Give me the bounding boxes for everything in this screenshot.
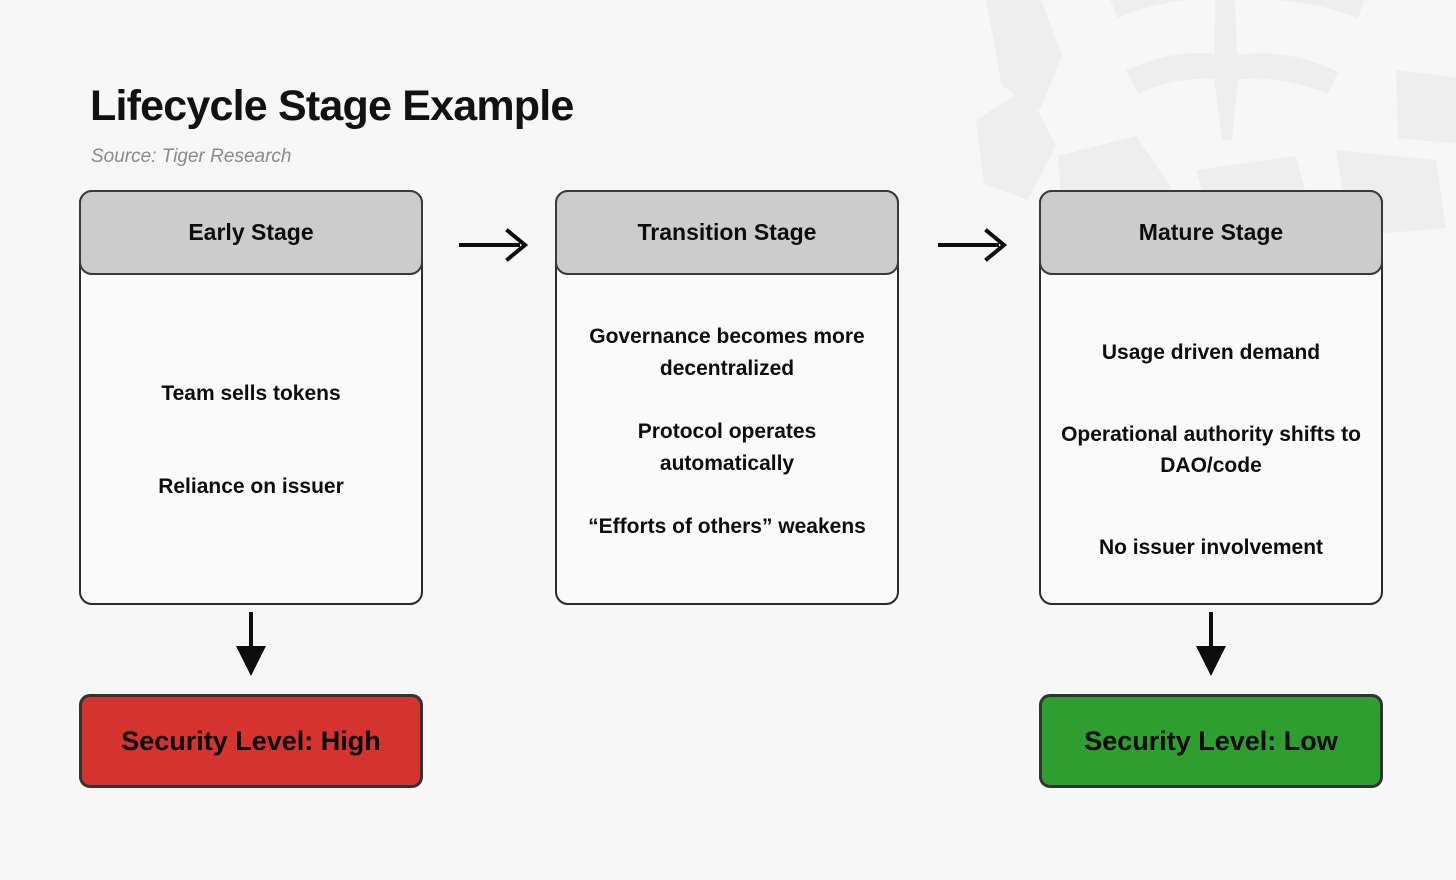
arrow-down-icon-2	[1196, 612, 1226, 676]
stage-title-early: Early Stage	[188, 219, 314, 245]
stage-title-mature: Mature Stage	[1138, 219, 1284, 245]
status-badge-security-low: Security Level: Low	[1039, 694, 1383, 788]
page-title: Lifecycle Stage Example	[90, 82, 574, 130]
stage-body-transition: Governance becomes more decentralized Pr…	[557, 277, 897, 603]
stage-title-transition: Transition Stage	[637, 219, 817, 245]
status-badge-security-high: Security Level: High	[79, 694, 423, 788]
stage-line: Protocol operates automatically	[637, 420, 817, 475]
stage-body-early: Team sells tokens Reliance on issuer	[81, 277, 421, 603]
status-badge-label: Security Level: High	[121, 725, 381, 756]
stage-card-early: Early Stage Team sells tokens Reliance o…	[79, 190, 423, 605]
source-attribution: Source: Tiger Research	[91, 146, 292, 167]
stage-body-mature: Usage driven demand Operational authorit…	[1041, 277, 1381, 603]
stage-header-mature: Mature Stage	[1039, 190, 1383, 275]
stage-line: Governance becomes more decentralized	[589, 325, 865, 380]
stage-line: Usage driven demand	[1101, 341, 1321, 364]
stage-line: “Efforts of others” weakens	[588, 515, 866, 538]
arrow-right-icon-2	[938, 228, 1008, 262]
stage-line: Team sells tokens	[161, 381, 341, 405]
status-badge-label: Security Level: Low	[1084, 725, 1338, 756]
stage-header-transition: Transition Stage	[555, 190, 899, 275]
stage-line: Operational authority shifts to DAO/code	[1061, 422, 1361, 478]
stage-line: No issuer involvement	[1098, 535, 1324, 559]
arrow-right-icon-1	[459, 228, 529, 262]
arrow-down-icon-1	[236, 612, 266, 676]
stage-line: Reliance on issuer	[158, 475, 344, 498]
stage-header-early: Early Stage	[79, 190, 423, 275]
stage-card-mature: Mature Stage Usage driven demand Operati…	[1039, 190, 1383, 605]
stage-card-transition: Transition Stage Governance becomes more…	[555, 190, 899, 605]
